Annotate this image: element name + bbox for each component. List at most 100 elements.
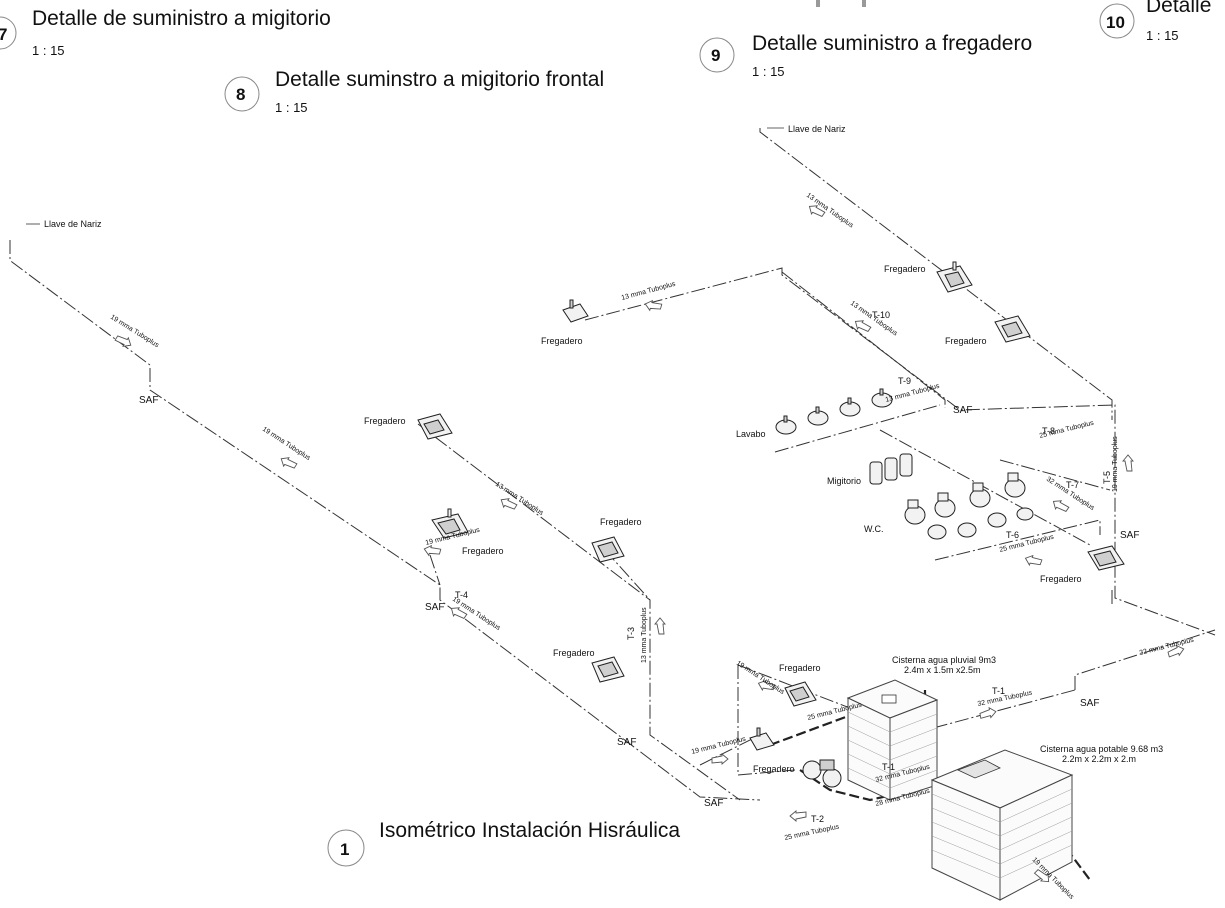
wc-icon bbox=[957, 522, 977, 538]
detail-number: 8 bbox=[236, 85, 245, 104]
pipe-size-label: 13 mma Tuboplus bbox=[494, 481, 545, 517]
label-cistern-pluvial-dims: 2.4m x 1.5m x2.5m bbox=[904, 665, 981, 675]
detail-scale: 1 : 15 bbox=[32, 43, 65, 58]
label-fregadero: Fregadero bbox=[779, 663, 821, 673]
tramo-label: T-1 bbox=[882, 762, 895, 772]
main-number: 1 bbox=[340, 840, 349, 859]
label-fregadero: Fregadero bbox=[1040, 574, 1082, 584]
flow-arrows bbox=[114, 205, 1185, 883]
sink-icon bbox=[591, 536, 625, 563]
cistern-potable bbox=[930, 749, 1074, 901]
label-fregadero: Fregadero bbox=[364, 416, 406, 426]
tramo-label: T-9 bbox=[898, 376, 911, 386]
detail-header-9: 9 Detalle suministro a fregadero 1 : 15 bbox=[699, 32, 1032, 79]
lavabo-icon bbox=[839, 397, 861, 417]
label-llave-nariz: Llave de Nariz bbox=[788, 124, 846, 134]
label-saf: SAF bbox=[1080, 698, 1099, 709]
cistern-hatch bbox=[881, 694, 897, 704]
label-fregadero: Fregadero bbox=[884, 264, 926, 274]
detail-number-circle bbox=[224, 76, 260, 112]
detail-number: 10 bbox=[1106, 13, 1125, 32]
label-saf: SAF bbox=[1120, 530, 1139, 541]
sink-fixtures bbox=[417, 261, 1125, 751]
main-title: 1 Isométrico Instalación Hisráulica bbox=[327, 819, 680, 867]
pipe-size-label: 19 mma Tuboplus bbox=[109, 314, 160, 350]
pipe-size-label: 13 mma Tuboplus bbox=[621, 281, 677, 302]
label-fregadero: Fregadero bbox=[553, 648, 595, 658]
wc-icon bbox=[1004, 472, 1026, 498]
sink-icon bbox=[936, 261, 973, 293]
pipe-size-label: 19 mma Tuboplus bbox=[1112, 436, 1119, 492]
detail-number-circle bbox=[1099, 3, 1135, 39]
detail-number: 9 bbox=[711, 46, 720, 65]
sink-icon bbox=[1087, 545, 1125, 571]
bathroom-fixtures bbox=[775, 388, 1034, 788]
label-saf: SAF bbox=[704, 798, 723, 809]
detail-title: Detalle bbox=[1146, 0, 1211, 17]
pipe-size-label: 13 mma Tuboplus bbox=[641, 607, 648, 663]
lavabo-icon bbox=[871, 388, 893, 408]
detail-scale: 1 : 15 bbox=[275, 100, 308, 115]
pipe-size-label: 19 mma Tuboplus bbox=[691, 736, 747, 756]
detail-header-10: 10 Detalle 1 : 15 bbox=[1099, 0, 1211, 43]
main-number-circle bbox=[327, 829, 365, 867]
sink-icon bbox=[431, 508, 469, 539]
tramo-label: T-4 bbox=[455, 590, 468, 600]
sink-icon bbox=[591, 656, 625, 683]
wc-icon bbox=[1016, 507, 1034, 521]
detail-scale: 1 : 15 bbox=[752, 64, 785, 79]
pipe-size-label: 13 mma Tuboplus bbox=[885, 383, 941, 404]
label-wc: W.C. bbox=[864, 524, 884, 534]
tramo-label: T-8 bbox=[1042, 426, 1055, 436]
detail-number-circle bbox=[699, 37, 735, 73]
wc-icon bbox=[934, 492, 956, 518]
tramo-label: T-7 bbox=[1066, 480, 1079, 490]
wc-icon bbox=[904, 499, 926, 525]
tramo-label: T-5 bbox=[1102, 471, 1112, 484]
pipe-size-label: 19 mma Tuboplus bbox=[261, 426, 312, 462]
label-saf: SAF bbox=[953, 405, 972, 416]
label-fregadero: Fregadero bbox=[600, 517, 642, 527]
label-fregadero: Fregadero bbox=[753, 764, 795, 774]
label-saf: SAF bbox=[139, 395, 158, 406]
sink-icon bbox=[417, 413, 453, 440]
label-saf: SAF bbox=[425, 602, 444, 613]
lavabo-icon bbox=[807, 406, 829, 426]
tramo-label: T-2 bbox=[811, 814, 824, 824]
fixture-labels: Llave de Nariz Llave de Nariz Fregadero … bbox=[44, 124, 1163, 809]
wc-icon bbox=[927, 524, 947, 540]
urinal-icon bbox=[869, 453, 913, 485]
label-fregadero: Fregadero bbox=[541, 336, 583, 346]
tramo-label: T-6 bbox=[1006, 530, 1019, 540]
pump-icon bbox=[802, 759, 842, 788]
detail-header-7: 7 Detalle de suministro a migitorio 1 : … bbox=[0, 7, 331, 58]
detail-title: Detalle de suministro a migitorio bbox=[32, 7, 331, 30]
sink-icon bbox=[749, 727, 775, 751]
pipe-network bbox=[9, 127, 1216, 801]
label-cistern-potable-dims: 2.2m x 2.2m x 2.m bbox=[1062, 754, 1136, 764]
detail-scale: 1 : 15 bbox=[1146, 28, 1179, 43]
detail-number-circle bbox=[0, 16, 17, 50]
detail-title: Detalle suministro a fregadero bbox=[752, 32, 1032, 55]
title-block-mark bbox=[816, 0, 820, 7]
label-migitorio: Migitorio bbox=[827, 476, 861, 486]
pipe-size-label: 25 mma Tuboplus bbox=[784, 823, 840, 842]
wc-icon bbox=[987, 512, 1007, 528]
label-llave-nariz: Llave de Nariz bbox=[44, 219, 102, 229]
label-saf: SAF bbox=[617, 737, 636, 748]
cistern-hatch bbox=[956, 759, 1001, 779]
detail-number: 7 bbox=[0, 25, 7, 44]
detail-header-8: 8 Detalle suminstro a migitorio frontal … bbox=[224, 68, 604, 115]
pipe-size-label: 32 mma Tuboplus bbox=[1139, 637, 1195, 657]
sink-icon bbox=[994, 315, 1031, 343]
detail-title: Detalle suminstro a migitorio frontal bbox=[275, 68, 604, 91]
label-cistern-potable-title: Cisterna agua potable 9.68 m3 bbox=[1040, 744, 1163, 754]
tramo-labels: T-1 T-1 T-2 T-3 T-4 T-5 T-6 T-7 T-8 T-9 … bbox=[455, 310, 1112, 824]
wc-icon bbox=[969, 482, 991, 508]
tramo-label: T-1 bbox=[992, 686, 1005, 696]
tramo-label: T-3 bbox=[626, 627, 636, 640]
lavabo-icon bbox=[775, 415, 797, 435]
main-title-text: Isométrico Instalación Hisráulica bbox=[379, 819, 680, 842]
pipe-size-label: 32 mma Tuboplus bbox=[977, 689, 1033, 708]
